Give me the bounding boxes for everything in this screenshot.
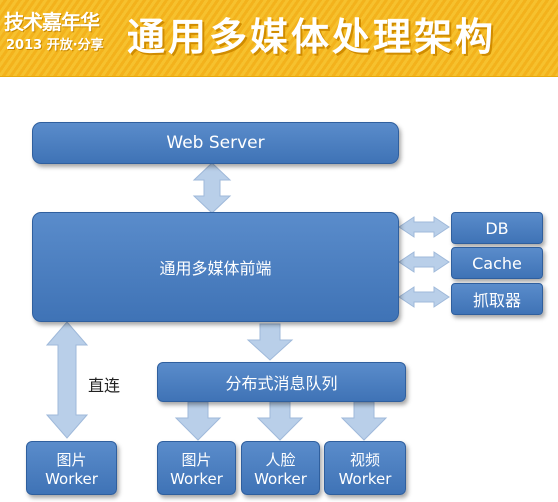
web-server-box: Web Server [32,122,399,164]
logo-text: 技术嘉年华 [4,10,100,34]
event-logo: 技术嘉年华 2013 开放·分享 [4,6,104,58]
worker-image-direct-box: 图片 Worker [26,441,117,495]
db-label: DB [485,218,509,238]
message-queue-box: 分布式消息队列 [157,362,406,402]
worker-type-label: 图片 [56,450,87,469]
frontend-box: 通用多媒体前端 [32,212,399,322]
arrow-webserver-frontend [192,162,232,214]
arrow-queue-worker-image [174,401,222,441]
cache-box: Cache [451,247,543,279]
frontend-label: 通用多媒体前端 [159,259,272,278]
worker-type-label: 视频 [349,450,380,469]
worker-label: Worker [170,469,223,488]
page-title: 通用多媒体处理架构 [127,15,497,59]
arrow-queue-worker-video [340,401,388,441]
header-banner: 技术嘉年华 2013 开放·分享 通用多媒体处理架构 [0,0,558,77]
web-server-label: Web Server [166,133,265,153]
worker-image-box: 图片 Worker [157,441,236,495]
arrow-frontend-db [398,216,450,238]
direct-connect-label: 直连 [88,376,121,395]
arrow-frontend-cache [398,251,450,273]
worker-label: Worker [338,469,392,488]
cache-label: Cache [472,253,522,273]
logo-subtext: 2013 开放·分享 [6,38,104,53]
worker-label: Worker [254,469,307,488]
arrow-frontend-direct-worker [45,321,89,439]
crawler-label: 抓取器 [472,291,521,310]
worker-label: Worker [45,469,98,488]
message-queue-label: 分布式消息队列 [225,374,338,393]
worker-type-label: 图片 [181,450,212,469]
crawler-box: 抓取器 [451,283,543,315]
worker-video-box: 视频 Worker [324,441,406,495]
arrow-frontend-crawler [398,286,450,308]
worker-face-box: 人脸 Worker [241,441,320,495]
db-box: DB [451,212,543,244]
arrow-queue-worker-face [256,401,304,441]
worker-type-label: 人脸 [265,450,296,469]
arrow-frontend-queue [246,323,294,361]
